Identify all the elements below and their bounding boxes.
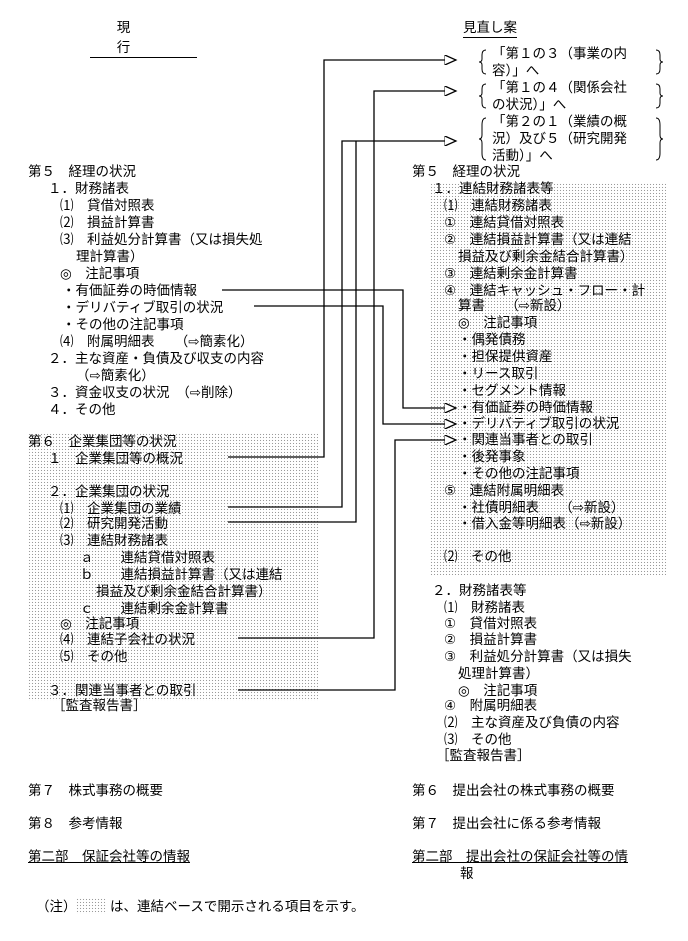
left-s5-i3: ３．資金収支の状況 （⇨削除）	[48, 385, 242, 401]
dest-jigyo-line1: 「第１の３（事業の内	[492, 46, 627, 62]
left-s5-i1-2: ⑵ 損益計算書	[60, 215, 155, 231]
right-s5-r1: ① 連結貸借対照表	[444, 215, 565, 231]
right-s5-k2: ・担保提供資産	[458, 349, 553, 365]
left-s8: 第８ 参考情報	[28, 816, 123, 832]
left-s6-notes: ◎ 注記事項	[60, 616, 140, 632]
left-s6-i3: ３．関連当事者との取引	[48, 683, 197, 699]
right-s5-f: ２．財務諸表等	[432, 583, 527, 599]
line-gaikyo-to-jigyo	[228, 60, 456, 458]
line-kenkyu-to-kenkyu	[228, 141, 357, 523]
right-s5-c1: １．連結財務諸表等	[432, 181, 554, 197]
right-s5-c1-2: ⑵ その他	[444, 549, 512, 565]
right-s5-r3: ③ 連結剰余金計算書	[444, 266, 578, 282]
left-s5-notes: ◎ 注記事項	[60, 266, 140, 282]
left-s6-audit: ［監査報告書］	[52, 698, 147, 714]
dest-kankei-line1: 「第１の４（関係会社	[492, 80, 627, 96]
left-s5-i2a: ２．主な資産・負債及び収支の内容	[48, 351, 264, 367]
right-s5-c1-1: ⑴ 連結財務諸表	[444, 198, 552, 214]
left-s6-i2: ２．企業集団の状況	[48, 484, 170, 500]
right-s5-k8: ・後発事象	[458, 449, 526, 465]
right-s5-title: 第５ 経理の状況	[412, 164, 520, 180]
left-s5-i1: １．財務諸表	[48, 181, 129, 197]
right-s5-r2b: 損益及び剰余金結合計算書）	[458, 249, 634, 265]
right-s5-f1: ① 貸借対照表	[444, 616, 538, 632]
right-s5-k7: ・関連当事者との取引	[458, 432, 593, 448]
right-s5-f2: ② 損益計算書	[444, 632, 538, 648]
dest-gyoseki-line2: 況）及び５（研究開発	[492, 131, 627, 147]
right-s6: 第６ 提出会社の株式事務の概要	[412, 783, 615, 799]
bracket-right-1	[655, 49, 664, 75]
bracket-left-3	[478, 117, 487, 161]
right-part2-line1: 第二部 提出会社の保証会社等の情	[412, 849, 628, 865]
right-part2-line2: 報	[460, 866, 474, 882]
left-part2: 第二部 保証会社等の情報	[28, 849, 190, 865]
left-s6-a: ａ 連結貸借対照表	[80, 550, 215, 566]
dest-jigyo-line2: 容）」へ	[492, 63, 540, 79]
right-s5-f-2: ⑵ 主な資産及び負債の内容	[444, 715, 620, 731]
line-gyoseki-to-gaikyo	[228, 141, 456, 508]
left-s6-b2: 損益及び剰余金結合計算書）	[96, 584, 272, 600]
right-s5-k6: ・デリバティブ取引の状況	[458, 416, 620, 432]
right-s5-audit: ［監査報告書］	[436, 748, 531, 764]
left-s5-i1-3a: ⑶ 利益処分計算書（又は損失処	[60, 232, 263, 248]
dest-kankei-line2: の状況）」へ	[492, 97, 567, 113]
shade-footnote-sample	[76, 898, 106, 914]
right-s5-r4b: 算書 （⇨新設）	[458, 298, 571, 314]
right-s5-m1: ・社債明細表 （⇨新設）	[458, 500, 625, 516]
right-s5-m2: ・借入金等明細表（⇨新設）	[458, 516, 632, 532]
shade-right-consolidated	[430, 183, 666, 575]
right-s5-f4: ④ 附属明細表	[444, 698, 538, 714]
left-s5-n3: ・その他の注記事項	[62, 317, 184, 333]
line-yuka-to-yuka	[222, 289, 456, 408]
footnote-text: は、連結ベースで開示される項目を示す。	[110, 899, 365, 915]
right-s5-notes: ◎ 注記事項	[458, 315, 538, 331]
header-proposed: 見直し案	[440, 16, 540, 38]
left-s5-n1: ・有価証券の時価情報	[62, 283, 197, 299]
left-s5-title: 第５ 経理の状況	[28, 164, 136, 180]
left-s6-title: 第６ 企業集団等の状況	[28, 434, 177, 450]
left-s5-n2: ・デリバティブ取引の状況	[62, 300, 224, 316]
right-s7: 第７ 提出会社に係る参考情報	[412, 816, 601, 832]
bracket-right-3	[655, 117, 664, 161]
right-s5-k1: ・偶発債務	[458, 332, 526, 348]
right-s5-k3: ・リース取引	[458, 366, 539, 382]
left-s6-i2-2: ⑵ 研究開発活動	[60, 516, 168, 532]
line-kogaisha-to-kankei	[238, 91, 456, 639]
right-s5-k9: ・その他の注記事項	[458, 466, 580, 482]
right-s5-fnotes: ◎ 注記事項	[458, 683, 538, 699]
right-s5-r2a: ② 連結損益計算書（又は連結	[444, 232, 632, 248]
right-s5-k4: ・セグメント情報	[458, 383, 566, 399]
left-s6-i2-3: ⑶ 連結財務諸表	[60, 533, 168, 549]
left-s5-i1-3b: 理計算書）	[76, 249, 144, 265]
left-s5-i4: ４．その他	[48, 402, 116, 418]
left-s6-c: ｃ 連結剰余金計算書	[80, 601, 229, 617]
left-s7: 第７ 株式事務の概要	[28, 783, 163, 799]
dest-gyoseki-line3: 活動）」へ	[492, 148, 553, 164]
left-s5-i1-4: ⑷ 附属明細表 （⇨簡素化）	[60, 334, 254, 350]
right-s5-r4a: ④ 連結キャッシュ・フロー・計	[444, 283, 646, 299]
left-s5-i1-1: ⑴ 貸借対照表	[60, 198, 155, 214]
right-s5-r5: ⑤ 連結附属明細表	[444, 483, 565, 499]
left-s6-i1: １ 企業集団等の概況	[48, 451, 183, 467]
left-s5-i2b: （⇨簡素化）	[76, 368, 155, 384]
bracket-left-1	[478, 49, 487, 75]
right-s5-f3b: 処理計算書）	[458, 666, 539, 682]
right-s5-f3a: ③ 利益処分計算書（又は損失	[444, 649, 632, 665]
right-s5-k5: ・有価証券の時価情報	[458, 400, 593, 416]
left-s6-b1: ｂ 連結損益計算書（又は連結	[80, 567, 283, 583]
footnote-prefix: （注）	[36, 899, 77, 915]
line-kanren-to-kanren	[238, 440, 456, 691]
left-s6-i2-5: ⑸ その他	[60, 649, 128, 665]
shade-left-group	[28, 433, 318, 701]
bracket-right-2	[655, 83, 664, 109]
right-s5-f-1: ⑴ 財務諸表	[444, 600, 525, 616]
right-s5-f-3: ⑶ その他	[444, 732, 512, 748]
bracket-left-2	[478, 83, 487, 109]
left-s6-i2-1: ⑴ 企業集団の業績	[60, 501, 182, 517]
line-deriv-to-deriv	[254, 305, 456, 424]
dest-gyoseki-line1: 「第２の１（業績の概	[492, 114, 627, 130]
header-current: 現 行	[90, 16, 197, 58]
left-s6-i2-4: ⑷ 連結子会社の状況	[60, 632, 195, 648]
